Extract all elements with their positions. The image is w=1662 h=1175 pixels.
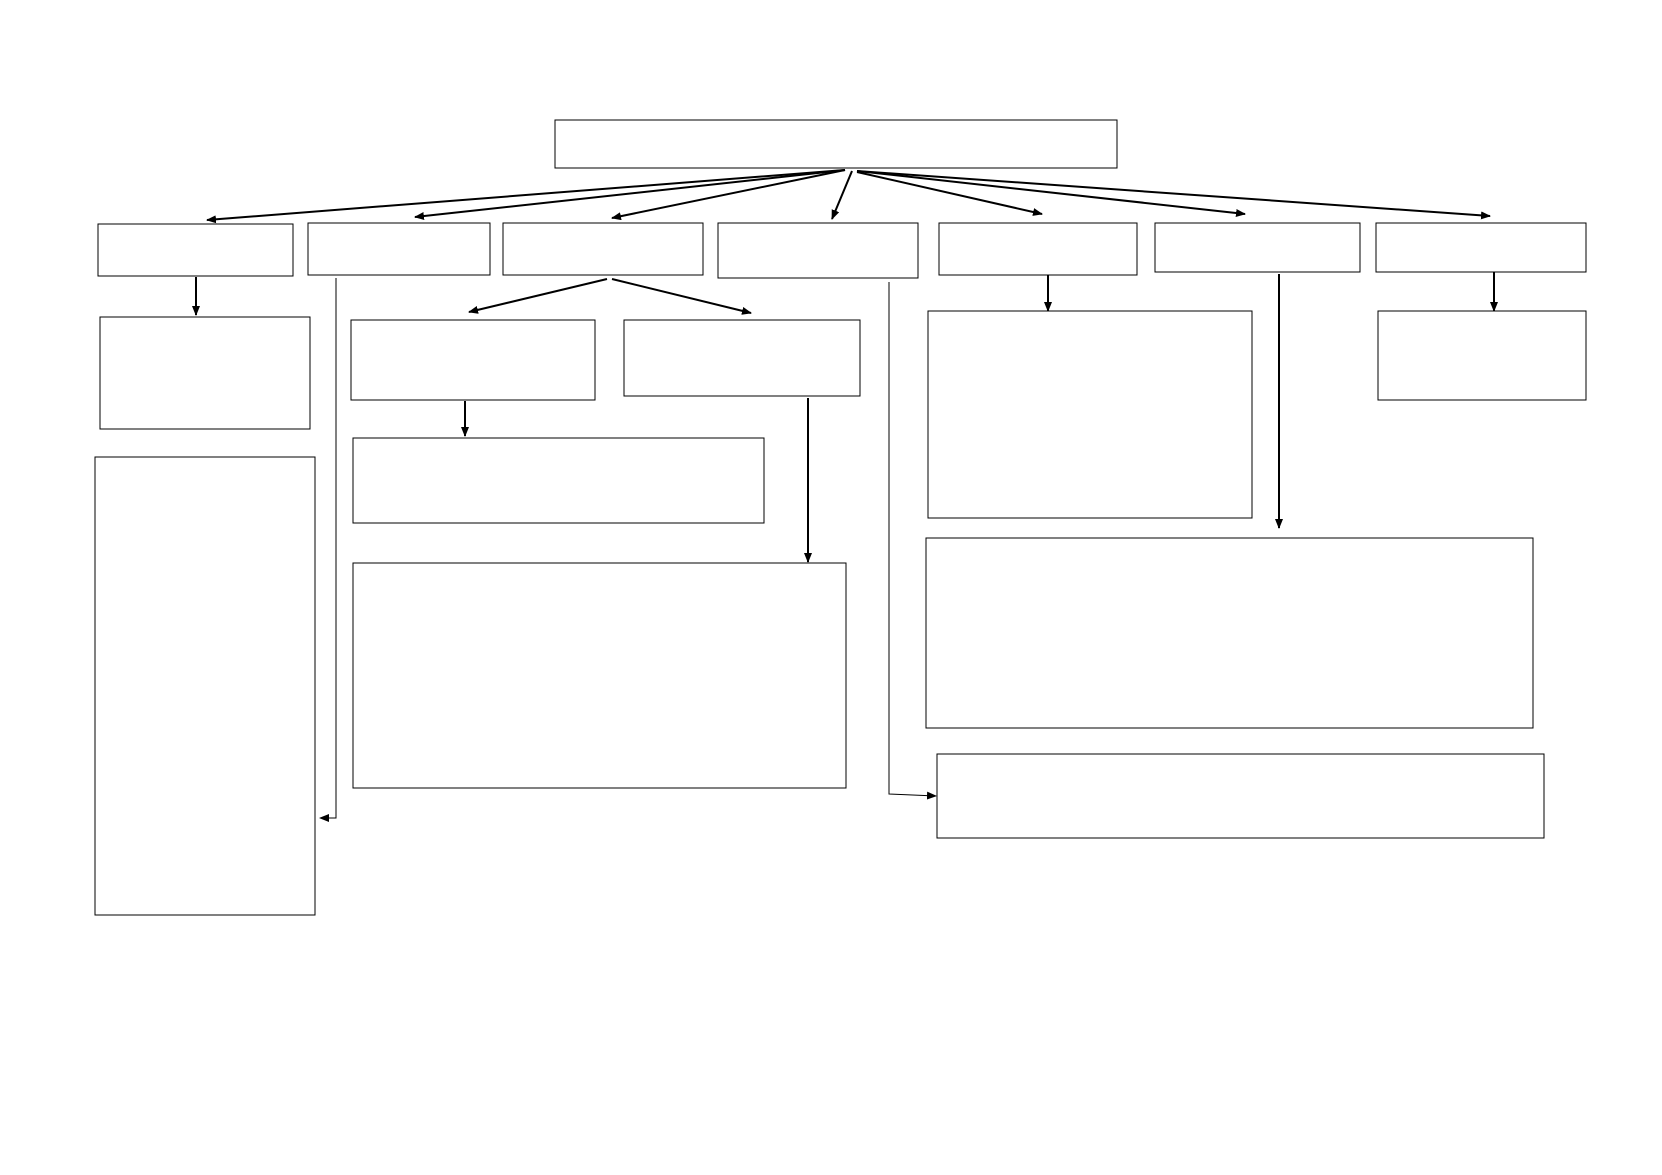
node-cat-4-detail (936, 753, 1545, 839)
node-cat-1-detail (99, 316, 311, 430)
edge-root-cat-5 (856, 171, 1043, 216)
node-cat-3-right (623, 319, 861, 397)
edge-root-cat-7 (856, 170, 1491, 220)
node-cat-5 (938, 222, 1138, 276)
nodes (94, 119, 1587, 916)
node-cat-5-detail (927, 310, 1253, 519)
node-cat-6-detail (925, 537, 1534, 729)
node-cat-4 (717, 222, 919, 279)
node-cat-1-list (94, 456, 316, 916)
node-cat-3-right-detail (352, 562, 847, 789)
edge-root-cat-3 (611, 169, 846, 221)
node-cat-2 (307, 222, 491, 276)
edge-root-cat-4 (831, 170, 853, 220)
edge-cat-2-list (319, 278, 337, 822)
edge-root-cat-2 (414, 169, 846, 220)
node-cat-3-left (350, 319, 596, 401)
node-cat-6 (1154, 222, 1361, 273)
node-root (554, 119, 1118, 169)
edge-root-cat-1 (206, 169, 846, 224)
edge-cat-4-detail (888, 282, 937, 800)
node-cat-3 (502, 222, 704, 276)
edge-cat-3-left (468, 278, 608, 314)
node-cat-7-detail (1377, 310, 1587, 401)
node-cat-3-left-detail (352, 437, 765, 524)
edge-cat-3-right (611, 278, 752, 315)
node-cat-1 (97, 223, 294, 277)
connectors (192, 169, 1498, 822)
node-cat-7 (1375, 222, 1587, 273)
edge-root-cat-6 (856, 170, 1246, 217)
